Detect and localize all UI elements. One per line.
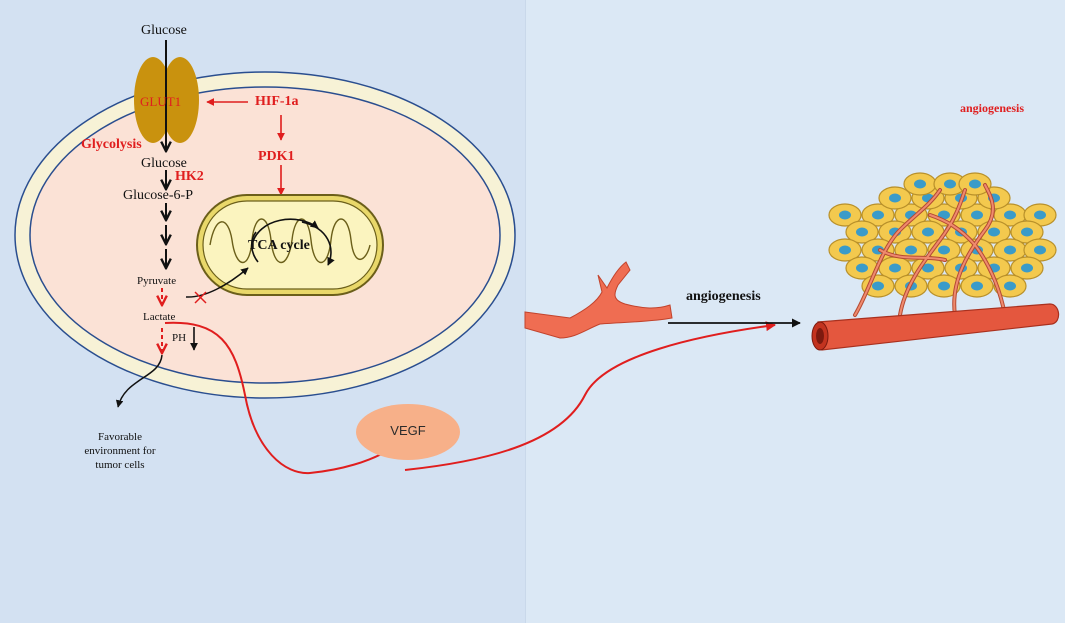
glucose-extracellular-label: Glucose bbox=[141, 23, 187, 38]
tumor-cell-nucleus bbox=[856, 263, 868, 273]
favorable-line-3: tumor cells bbox=[95, 459, 145, 471]
tumor-cell-nucleus bbox=[839, 210, 851, 220]
tumor-cell-nucleus bbox=[938, 281, 950, 291]
tumor-cell-nucleus bbox=[905, 245, 917, 255]
tumor-cell-nucleus bbox=[856, 227, 868, 237]
tca-cycle-label: TCA cycle bbox=[248, 238, 310, 253]
glucose-intracellular-label: Glucose bbox=[141, 156, 187, 171]
tumor-cell-nucleus bbox=[872, 210, 884, 220]
tumor-cell-nucleus bbox=[889, 193, 901, 203]
branching-vessel bbox=[524, 261, 673, 339]
glycolysis-label: Glycolysis bbox=[81, 137, 142, 152]
pdk1-label: PDK1 bbox=[258, 149, 295, 164]
ph-label: PH bbox=[172, 332, 187, 344]
tumor-cell-nucleus bbox=[914, 179, 926, 189]
tumor-cell-nucleus bbox=[1034, 210, 1046, 220]
tumor-cell-nucleus bbox=[1034, 245, 1046, 255]
tca-cycle-arrow-top bbox=[251, 218, 319, 246]
vegf-label: VEGF bbox=[390, 423, 426, 438]
glucose-6-p-label: Glucose-6-P bbox=[123, 188, 193, 203]
tca-cycle-arrow-right bbox=[301, 221, 335, 266]
tumor-cell-nucleus bbox=[969, 179, 981, 189]
angiogenesis-title-label: angiogenesis bbox=[960, 101, 1025, 115]
tumor-cell-nucleus bbox=[971, 281, 983, 291]
tumor-cell-nucleus bbox=[889, 263, 901, 273]
tumor-cell-nucleus bbox=[971, 210, 983, 220]
favorable-line-1: Favorable bbox=[98, 431, 142, 443]
hif-1a-label: HIF-1a bbox=[255, 94, 299, 109]
tumor-cell-nucleus bbox=[1004, 210, 1016, 220]
favorable-line-2: environment for bbox=[84, 445, 156, 457]
tumor-cell-nucleus bbox=[988, 227, 1000, 237]
glut1-label: GLUT1 bbox=[140, 94, 182, 109]
hk2-label: HK2 bbox=[175, 169, 204, 184]
tumor-cell-nucleus bbox=[1021, 263, 1033, 273]
tumor-cell-nucleus bbox=[872, 281, 884, 291]
pyruvate-to-tca-arrow bbox=[185, 267, 249, 298]
main-blood-vessel bbox=[811, 303, 1060, 351]
tumor-cell-nucleus bbox=[922, 263, 934, 273]
lactate-label: Lactate bbox=[143, 311, 176, 323]
tumor-cell-nucleus bbox=[1004, 281, 1016, 291]
glut1-transporter bbox=[134, 57, 199, 143]
tumor-cell-nucleus bbox=[839, 245, 851, 255]
tumor-cell-nucleus bbox=[938, 245, 950, 255]
lactate-to-vegf-curve bbox=[164, 321, 393, 475]
tca-cycle-arrow-left bbox=[250, 231, 259, 263]
tumor-cell-nucleus bbox=[922, 227, 934, 237]
tumor-cell-nucleus bbox=[1021, 227, 1033, 237]
tumor-cell-nucleus bbox=[1004, 245, 1016, 255]
vegf-to-vessel-curve bbox=[404, 321, 776, 471]
lactate-to-favorable-arrow bbox=[115, 354, 163, 408]
vegf-ellipse bbox=[356, 404, 460, 460]
pdk1-inhibition-cross bbox=[194, 291, 207, 304]
angiogenesis-arrow-label: angiogenesis bbox=[686, 289, 761, 304]
tumor-mass bbox=[828, 172, 1057, 317]
pyruvate-label: Pyruvate bbox=[137, 275, 177, 287]
tumor-cell-nucleus bbox=[944, 179, 956, 189]
tumor-cells bbox=[828, 172, 1057, 298]
